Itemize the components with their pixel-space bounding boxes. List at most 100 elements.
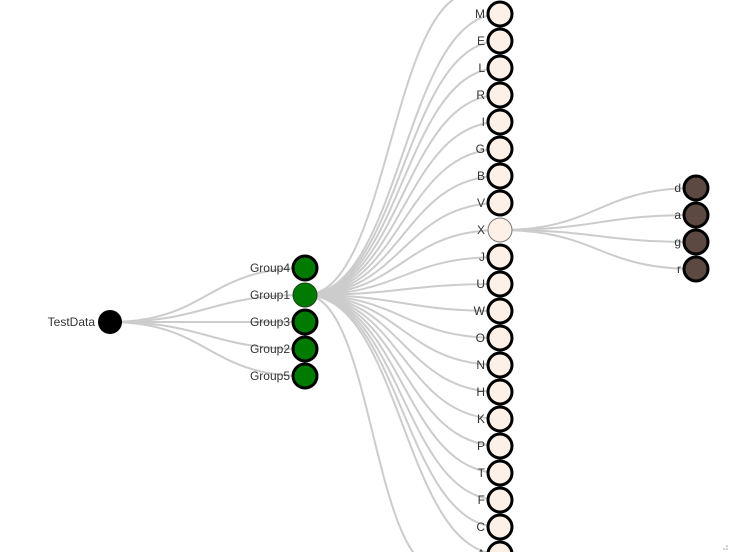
node-letter-n[interactable]: N (476, 351, 514, 379)
node-letter-g[interactable]: G (476, 135, 514, 163)
node-letter-k[interactable]: K (477, 405, 514, 433)
node-leaf-r-label: r (677, 262, 681, 276)
node-letter-k-circle[interactable] (486, 405, 514, 433)
node-group-group2-label: Group2 (250, 342, 290, 356)
node-letter-k-label: K (477, 412, 485, 426)
link-offscreen-top (304, 0, 455, 296)
link-leaf-g (499, 229, 697, 243)
node-letter-t-circle[interactable] (486, 459, 514, 487)
node-letter-u-circle[interactable] (486, 270, 514, 298)
node-letter-l-circle[interactable] (486, 54, 514, 82)
node-group-group3[interactable]: Group3 (250, 308, 319, 336)
node-letter-u[interactable]: U (476, 270, 514, 298)
node-letter-p[interactable]: P (477, 432, 514, 460)
node-letter-o-circle[interactable] (486, 324, 514, 352)
node-letter-i-circle[interactable] (486, 108, 514, 136)
node-letter-b-circle[interactable] (486, 162, 514, 190)
node-letter-e[interactable]: E (477, 27, 514, 55)
node-letter-a-label: A (477, 547, 485, 552)
node-letter-l[interactable]: L (478, 54, 514, 82)
link-leaf-a (499, 214, 697, 231)
node-letter-b[interactable]: B (477, 162, 514, 190)
resize-grip-icon[interactable] (720, 542, 728, 550)
node-letter-a-circle[interactable] (486, 540, 514, 552)
node-leaf-r[interactable]: r (677, 255, 710, 283)
node-letter-v-label: V (477, 196, 485, 210)
node-letter-j[interactable]: J (479, 243, 514, 271)
node-group-group1[interactable]: Group1 (250, 282, 318, 308)
link-group-j (304, 256, 501, 296)
link-group-k (304, 294, 501, 420)
link-group-l (304, 67, 501, 296)
node-letter-e-circle[interactable] (486, 27, 514, 55)
node-group-group5[interactable]: Group5 (250, 362, 319, 390)
node-letter-j-circle[interactable] (486, 243, 514, 271)
node-letter-v-circle[interactable] (486, 189, 514, 217)
node-letter-r-circle[interactable] (486, 81, 514, 109)
node-leaf-g-circle[interactable] (682, 228, 710, 256)
node-letter-v[interactable]: V (477, 189, 514, 217)
node-root-circle[interactable] (98, 310, 122, 334)
node-group-group5-circle[interactable] (291, 362, 319, 390)
link-group-i (304, 121, 501, 296)
links-layer (109, 0, 697, 552)
node-letter-f-circle[interactable] (486, 486, 514, 514)
node-letter-o[interactable]: O (476, 324, 514, 352)
node-leaf-d[interactable]: d (674, 174, 710, 202)
node-letter-x-circle[interactable] (487, 217, 513, 243)
link-group-t (304, 294, 501, 474)
node-group-group2-circle[interactable] (291, 335, 319, 363)
node-letter-m[interactable]: M (475, 0, 514, 28)
node-letter-u-label: U (476, 277, 485, 291)
node-letter-h-circle[interactable] (486, 378, 514, 406)
node-letter-p-label: P (477, 439, 485, 453)
node-group-group4-circle[interactable] (291, 254, 319, 282)
link-group-a (304, 294, 492, 552)
node-letter-m-circle[interactable] (486, 0, 514, 28)
node-leaf-a-circle[interactable] (682, 201, 710, 229)
node-group-group3-circle[interactable] (291, 308, 319, 336)
node-letter-g-circle[interactable] (486, 135, 514, 163)
link-offscreen-bottom (304, 294, 415, 552)
link-leaf-r (499, 229, 697, 270)
node-letter-w[interactable]: W (474, 297, 514, 325)
node-group-group4[interactable]: Group4 (250, 254, 319, 282)
node-group-group3-label: Group3 (250, 315, 290, 329)
node-letter-r[interactable]: R (476, 81, 514, 109)
node-leaf-a-label: a (674, 208, 681, 222)
node-letter-x[interactable]: X (477, 217, 513, 243)
link-group-o (304, 294, 501, 339)
node-letter-a[interactable]: A (477, 540, 514, 552)
node-leaf-g[interactable]: g (674, 228, 710, 256)
node-letter-o-label: O (476, 331, 485, 345)
node-letter-w-label: W (474, 304, 486, 318)
node-leaf-a[interactable]: a (674, 201, 710, 229)
node-letter-l-label: L (478, 61, 485, 75)
node-letter-n-circle[interactable] (486, 351, 514, 379)
link-root-group2 (109, 321, 306, 350)
node-letter-i-label: I (482, 115, 485, 129)
node-letter-i[interactable]: I (482, 108, 514, 136)
link-group-g (304, 148, 501, 296)
link-leaf-d (499, 187, 697, 231)
node-root[interactable]: TestData (48, 310, 122, 334)
node-leaf-d-label: d (674, 181, 681, 195)
node-letter-p-circle[interactable] (486, 432, 514, 460)
node-letter-t[interactable]: T (478, 459, 514, 487)
node-letter-w-circle[interactable] (486, 297, 514, 325)
link-group-w (304, 294, 501, 312)
node-leaf-r-circle[interactable] (682, 255, 710, 283)
link-group-v (304, 202, 501, 296)
link-group-n (304, 294, 501, 366)
node-letter-f[interactable]: F (478, 486, 514, 514)
node-group-group2[interactable]: Group2 (250, 335, 319, 363)
node-root-label: TestData (48, 315, 96, 329)
node-letter-h[interactable]: H (476, 378, 514, 406)
node-letter-c[interactable]: C (476, 513, 514, 541)
node-letter-c-circle[interactable] (486, 513, 514, 541)
node-leaf-d-circle[interactable] (682, 174, 710, 202)
node-letter-g-label: G (476, 142, 485, 156)
node-group-group1-circle[interactable] (292, 282, 318, 308)
